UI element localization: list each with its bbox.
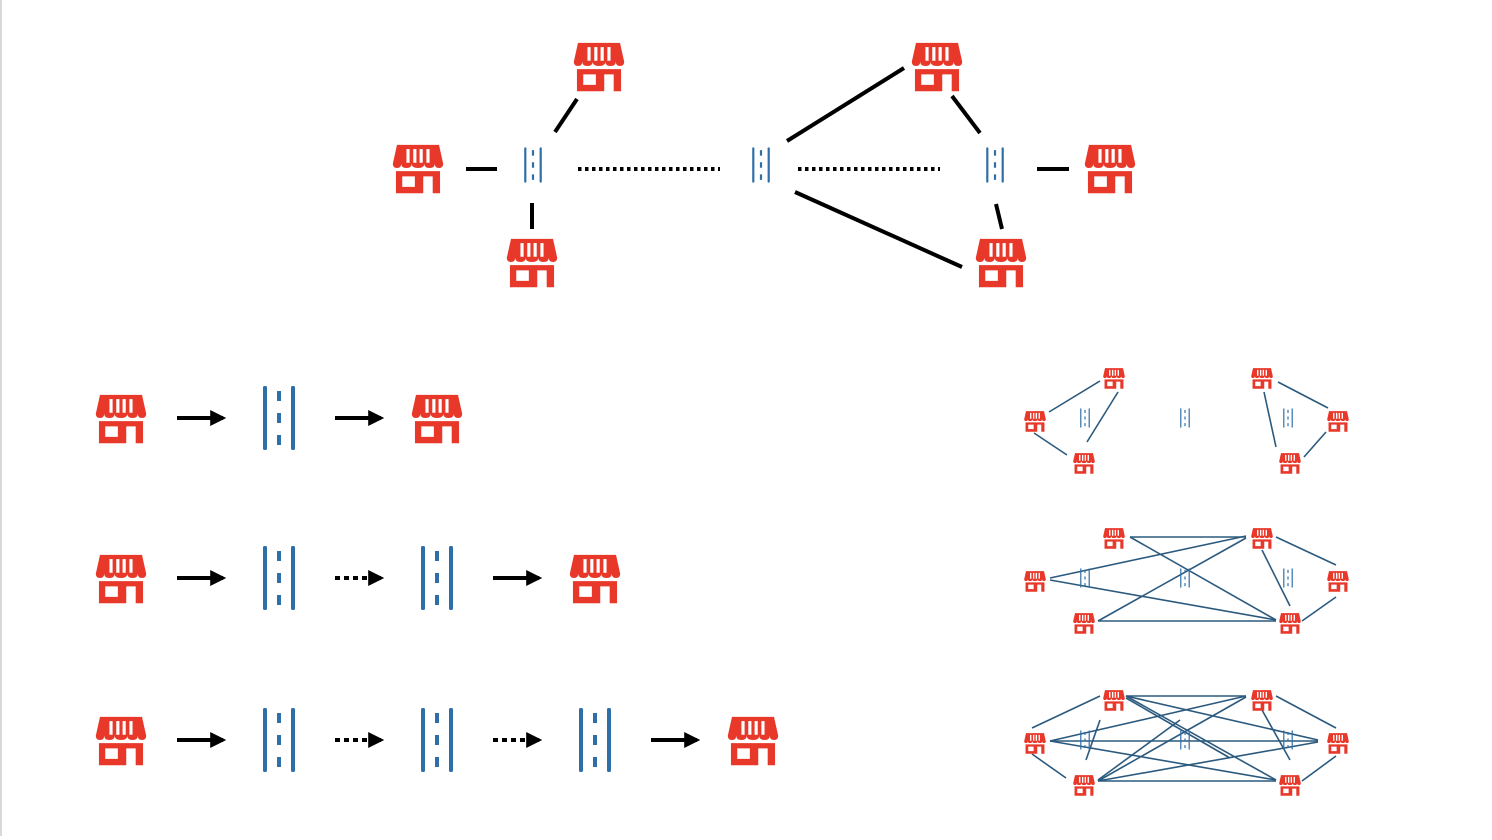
road-icon [1080,408,1090,428]
mini-edge [1085,719,1101,761]
road-icon [752,147,770,183]
store-icon [1251,690,1273,711]
store-icon [1279,775,1301,796]
store-icon [975,238,1027,288]
store-icon [95,716,147,766]
store-icon [1073,453,1095,474]
store-icon [1073,775,1095,796]
mini-networks [1024,368,1349,796]
mini-edge [1301,755,1337,782]
road-icon [421,546,453,610]
store-icon [1327,411,1349,432]
mini-edge [1049,740,1277,781]
left-border [0,0,2,836]
store-icon [1279,453,1301,474]
mini-edge [1125,695,1319,741]
mini-edge [1086,391,1119,443]
store-icon [1279,613,1301,634]
top-link-solid [794,190,963,269]
chain-row-1 [95,386,463,450]
store-icon [1327,733,1349,754]
mini-edge [1048,380,1101,413]
store-icon [95,554,147,604]
chain-row-2 [95,546,621,610]
mini-edge [1275,695,1337,729]
road-icon [421,708,453,772]
mini-edge [1277,381,1329,409]
chain-examples [95,386,779,772]
road-icon [1283,408,1293,428]
road-icon [1180,568,1190,588]
store-icon [1103,368,1125,389]
top-network [392,42,1136,288]
mini-edge [1125,695,1277,781]
mini-edge [1263,391,1277,448]
store-icon [95,394,147,444]
mini-edge [1303,431,1327,458]
mini-network-3 [1024,690,1349,796]
top-link-solid [785,66,906,143]
road-icon [579,708,611,772]
road-icon [263,546,295,610]
mini-network-2 [1024,528,1349,634]
road-icon [263,386,295,450]
mini-edge [1125,697,1231,759]
mini-edge [1097,719,1181,781]
mini-network-1 [1024,368,1349,474]
mini-edge [1129,536,1277,621]
mini-edge [1261,549,1291,607]
top-link-solid [950,94,982,135]
store-icon [1084,144,1136,194]
mini-edge [1049,535,1247,579]
chain-row-3 [95,708,779,772]
road-icon [524,147,542,183]
mini-edge [1097,741,1319,782]
store-icon [392,144,444,194]
store-icon [1103,690,1125,711]
store-icon [1073,613,1095,634]
store-icon [569,554,621,604]
store-icon [506,238,558,288]
road-icon [1283,568,1293,588]
top-link-solid [994,203,1004,230]
mini-edge [1033,432,1068,456]
store-icon [1103,528,1125,549]
store-icon [411,394,463,444]
top-link-solid [553,97,579,134]
road-icon [263,708,295,772]
mini-edge [1049,695,1247,742]
mini-edge [1049,579,1277,621]
store-icon [1327,571,1349,592]
mini-edge [1097,537,1247,622]
road-icon [1180,408,1190,428]
store-icon [1024,571,1046,592]
store-icon [727,716,779,766]
mini-edge [1031,695,1101,729]
mini-edge [1261,709,1291,761]
store-icon [1251,368,1273,389]
mini-edge [1275,536,1337,566]
store-icon [1024,411,1046,432]
mini-edge [1031,753,1067,779]
mini-edge [1301,596,1337,622]
store-icon [911,42,963,92]
store-icon [1251,528,1273,549]
store-icon [573,42,625,92]
mini-edge [1097,696,1247,782]
store-icon [1024,733,1046,754]
road-icon [986,147,1004,183]
